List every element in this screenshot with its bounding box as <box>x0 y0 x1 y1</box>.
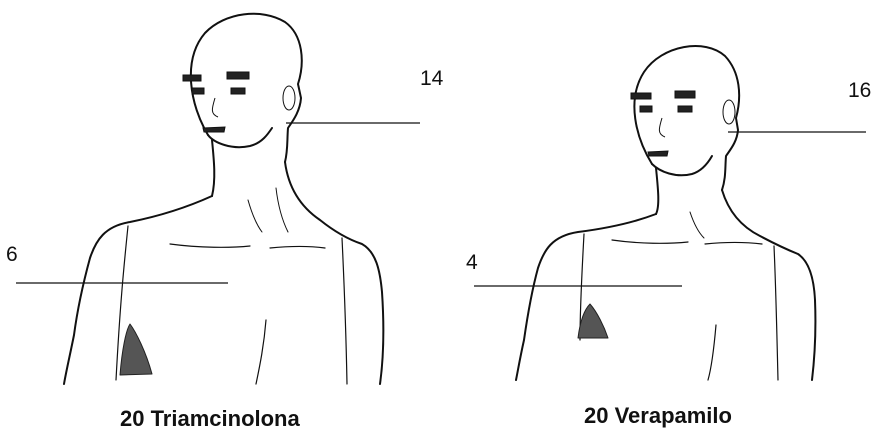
face-features-right <box>631 91 735 156</box>
ear-label-right: 16 <box>848 80 871 101</box>
right-arm-inner-right <box>774 246 778 380</box>
ear-right <box>723 100 735 124</box>
brow-right-left <box>183 75 201 81</box>
torso-figure-right <box>516 46 815 380</box>
nose-left <box>212 98 218 117</box>
head-outline-left <box>191 14 302 162</box>
ear-left <box>283 86 295 110</box>
chest-shade-right <box>578 304 608 338</box>
chest-label-left: 6 <box>6 244 18 265</box>
brow-left-right <box>675 91 695 98</box>
right-arm-inner-left <box>342 238 347 384</box>
ear-label-left: 14 <box>420 68 443 89</box>
eye-left-left <box>192 88 204 94</box>
eye-right-right <box>678 106 692 112</box>
neck-detail-right <box>690 212 704 238</box>
body-outline-right-left <box>285 162 383 384</box>
eye-right-left <box>231 88 245 94</box>
caption-right: 20 Verapamilo <box>584 405 732 427</box>
body-outline-right-right <box>722 190 815 380</box>
brow-left-left <box>227 72 249 79</box>
face-features-left <box>183 72 295 132</box>
chest-shade-left <box>120 324 152 375</box>
torso-figure-left <box>64 14 383 384</box>
face-outline-right <box>652 156 712 175</box>
neck-left-side-right <box>656 168 658 214</box>
nose-right <box>659 118 665 137</box>
neck-left-side-left <box>212 140 214 196</box>
chest-label-right: 4 <box>466 252 478 273</box>
collarbone-right <box>612 240 762 244</box>
collarbone-left <box>170 244 325 248</box>
eye-left-right <box>640 106 652 112</box>
mouth-right <box>648 151 668 156</box>
neck-detail-left <box>248 188 288 232</box>
brow-right-right <box>631 93 651 99</box>
mouth-left <box>203 127 225 132</box>
body-outline-right <box>516 214 656 380</box>
torso-line-left <box>256 320 266 384</box>
caption-left: 20 Triamcinolona <box>120 408 300 430</box>
torso-line-right <box>708 325 716 380</box>
